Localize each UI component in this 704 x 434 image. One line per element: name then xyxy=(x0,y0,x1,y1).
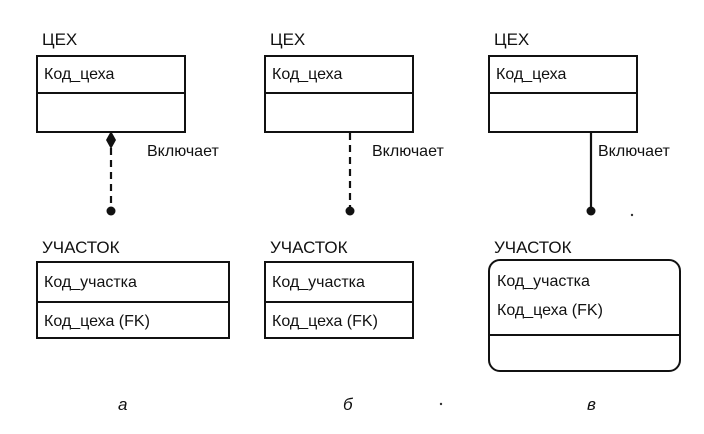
foreign-key-attribute: Код_цеха (FK) xyxy=(272,313,378,330)
child-entity-box: Код_участка Код_цеха (FK) xyxy=(488,259,681,372)
parent-entity-box: Код_цеха xyxy=(488,55,638,133)
relationship-label: Включает xyxy=(598,143,670,160)
child-entity-title: УЧАСТОК xyxy=(42,238,120,257)
foreign-key-attribute: Код_цеха (FK) xyxy=(497,302,603,319)
child-entity-title: УЧАСТОК xyxy=(270,238,348,257)
parent-key-attribute: Код_цеха xyxy=(272,66,343,83)
child-entity-title: УЧАСТОК xyxy=(494,238,572,257)
parent-entity-box: Код_цеха xyxy=(36,55,186,133)
key-divider xyxy=(38,92,184,94)
diagram-caption: в xyxy=(587,395,596,414)
diamond-icon xyxy=(106,131,116,149)
relationship-label: Включает xyxy=(372,143,444,160)
speck-mark xyxy=(439,402,443,406)
cardinality-dot-icon xyxy=(345,206,355,216)
child-key-attribute: Код_участка xyxy=(44,274,137,291)
cardinality-dot-icon xyxy=(106,206,116,216)
key-divider xyxy=(266,92,412,94)
key-divider xyxy=(266,301,412,303)
parent-entity-title: ЦЕХ xyxy=(42,30,78,49)
child-key-attribute: Код_участка xyxy=(272,274,365,291)
child-key-attribute: Код_участка xyxy=(497,273,590,290)
key-divider xyxy=(38,301,228,303)
cardinality-dot-icon xyxy=(586,206,596,216)
parent-key-attribute: Код_цеха xyxy=(496,66,567,83)
parent-entity-title: ЦЕХ xyxy=(494,30,530,49)
foreign-key-attribute: Код_цеха (FK) xyxy=(44,313,150,330)
child-entity-box: Код_участка Код_цеха (FK) xyxy=(264,261,414,339)
parent-entity-box: Код_цеха xyxy=(264,55,414,133)
parent-entity-title: ЦЕХ xyxy=(270,30,306,49)
speck-mark xyxy=(630,213,634,217)
parent-key-attribute: Код_цеха xyxy=(44,66,115,83)
diagram-caption: а xyxy=(118,395,128,414)
relationship-label: Включает xyxy=(147,143,219,160)
key-divider xyxy=(490,334,679,336)
key-divider xyxy=(490,92,636,94)
child-entity-box: Код_участка Код_цеха (FK) xyxy=(36,261,230,339)
diagram-caption: б xyxy=(343,395,353,414)
